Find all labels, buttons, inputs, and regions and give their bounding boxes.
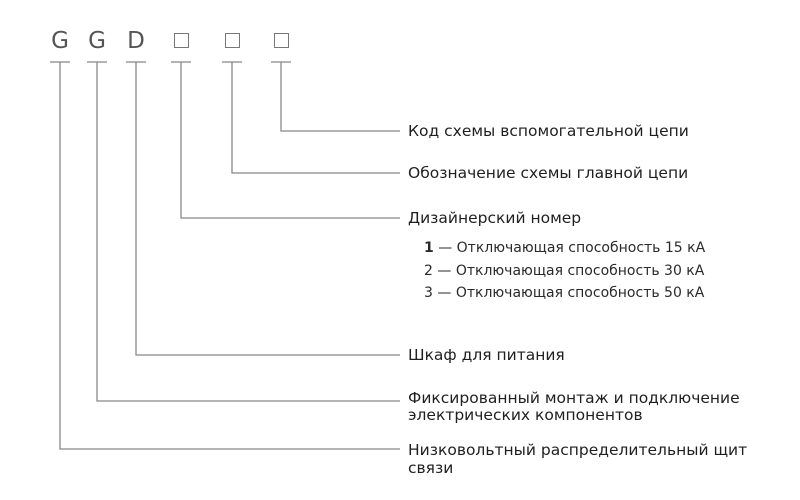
code-letter-g1: G xyxy=(51,28,69,54)
design-option-1-text: — Отключающая способность 15 кА xyxy=(433,240,706,256)
placeholder-box-2 xyxy=(225,33,240,48)
design-option-3-text: — Отключающая способность 50 кА xyxy=(432,285,705,301)
label-main-circuit: Обозначение схемы главной цепи xyxy=(408,164,689,182)
connector-cabinet xyxy=(135,62,400,356)
code-letter-g2: G xyxy=(88,28,106,54)
design-option-1-num: 1 xyxy=(424,240,434,256)
label-fixed-mount-line2: электрических компонентов xyxy=(408,406,643,424)
label-fixed-mount-line1: Фиксированный монтаж и подключение xyxy=(408,389,740,407)
placeholder-box-3 xyxy=(274,33,289,48)
connector-fixed-mount xyxy=(96,62,400,402)
label-aux-circuit: Код схемы вспомогательной цепи xyxy=(408,122,689,140)
connector-low-voltage xyxy=(59,62,400,450)
design-option-3: 3 — Отключающая способность 50 кА xyxy=(424,285,704,301)
placeholder-box-1 xyxy=(174,33,189,48)
label-cabinet: Шкаф для питания xyxy=(408,346,565,364)
connector-aux-circuit xyxy=(280,62,400,132)
label-low-voltage-line2: связи xyxy=(408,459,454,477)
design-option-1: 1 — Отключающая способность 15 кА xyxy=(424,240,705,256)
design-option-2-num: 2 xyxy=(424,263,433,279)
connector-design-number xyxy=(180,62,400,219)
code-letter-d: D xyxy=(127,28,145,54)
design-option-3-num: 3 xyxy=(424,285,433,301)
design-option-2: 2 — Отключающая способность 30 кА xyxy=(424,263,704,279)
design-option-2-text: — Отключающая способность 30 кА xyxy=(432,263,705,279)
label-design-number: Дизайнерский номер xyxy=(408,209,582,227)
connector-main-circuit xyxy=(231,62,400,174)
label-low-voltage-line1: Низковольтный распределительный щит xyxy=(408,441,748,459)
